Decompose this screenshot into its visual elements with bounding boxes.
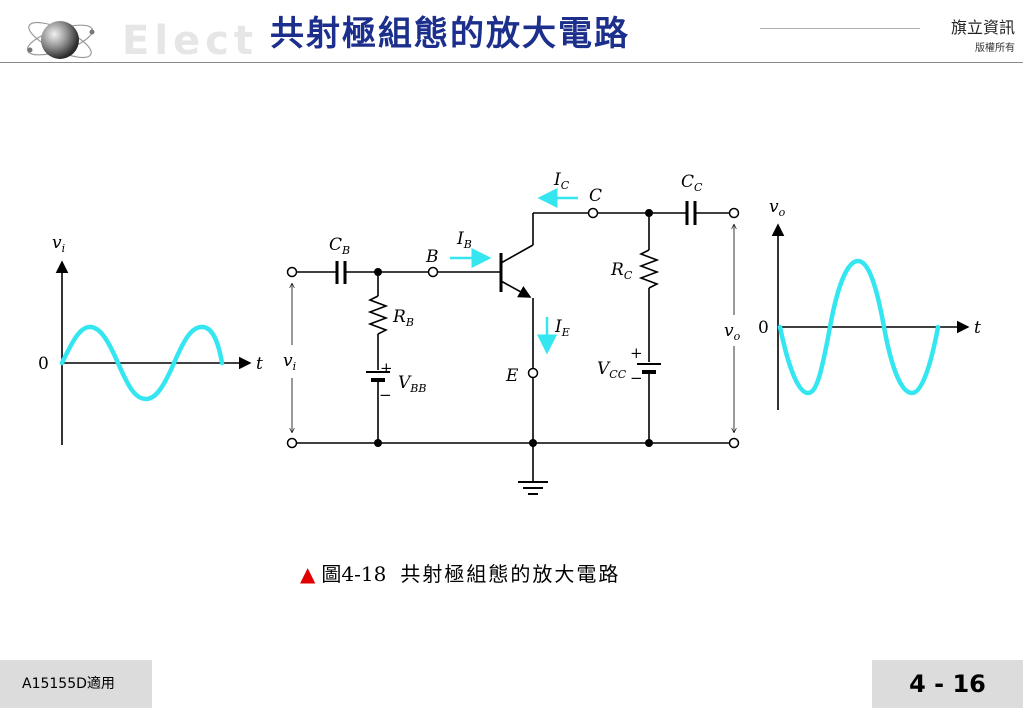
globe-logo-icon	[26, 21, 95, 59]
output-terminal-top	[728, 207, 740, 219]
vi-label: vi	[283, 351, 296, 373]
header-rule	[0, 62, 1023, 63]
node-b-label: B	[425, 247, 439, 267]
input-terminal-bottom	[286, 437, 298, 449]
page-title: 共射極組態的放大電路	[270, 14, 630, 54]
publisher-name: 旗立資訊	[950, 18, 1015, 37]
vbb-minus: −	[379, 386, 392, 404]
ground-symbol-icon	[518, 481, 548, 495]
input-waveform: vi 0 t	[38, 233, 263, 445]
input-terminal-top	[286, 266, 298, 278]
node-e-label: E	[505, 366, 519, 386]
vcc-minus: −	[630, 369, 643, 387]
rc-resistor	[638, 249, 660, 289]
input-wave-label: vi	[52, 233, 65, 255]
caption-number: 圖4-18	[321, 562, 387, 586]
node-c-label: C	[589, 186, 602, 206]
vbb-label: VBB	[398, 373, 426, 395]
output-terminal-bottom	[728, 437, 740, 449]
ic-label: IC	[553, 170, 570, 192]
output-wave-label: vo	[769, 197, 786, 219]
input-network	[286, 261, 500, 443]
input-sine-wave	[59, 324, 225, 402]
vbb-plus: +	[380, 359, 393, 377]
input-wave-time-label: t	[256, 354, 263, 374]
node-b-terminal	[427, 266, 439, 278]
footer-page-number: 4 - 16	[872, 660, 1023, 708]
node-c-terminal	[587, 207, 599, 219]
rb-label: RB	[392, 307, 414, 329]
output-wave-time-label: t	[974, 318, 981, 338]
output-network	[527, 201, 740, 443]
rb-resistor	[367, 295, 389, 335]
header-rule-short	[760, 28, 920, 29]
figure-caption: ▲圖4-18 共射極組態的放大電路	[300, 558, 620, 587]
ib-label: IB	[456, 229, 472, 251]
node-e-terminal	[527, 367, 539, 379]
publisher-block: 旗立資訊 版權所有	[951, 14, 1015, 54]
triangle-marker-icon: ▲	[300, 562, 316, 586]
vo-label: vo	[724, 321, 741, 343]
vcc-label: VCC	[597, 359, 627, 381]
bjt-transistor	[499, 213, 534, 368]
rc-label: RC	[610, 260, 633, 282]
ie-label: IE	[554, 317, 570, 339]
output-wave-zero: 0	[758, 318, 769, 338]
cc-label: CC	[681, 172, 703, 194]
ground-rail	[286, 437, 740, 495]
publisher-rights: 版權所有	[975, 43, 1015, 54]
caption-title: 共射極組態的放大電路	[400, 562, 621, 586]
input-wave-zero: 0	[38, 354, 49, 374]
header-watermark: Elect	[122, 18, 258, 64]
vcc-plus: +	[630, 344, 643, 362]
output-sine-wave	[777, 258, 941, 396]
cb-label: CB	[329, 235, 350, 257]
footer-course-code: A15155D適用	[0, 660, 152, 708]
output-waveform: vo 0 t	[758, 197, 981, 410]
